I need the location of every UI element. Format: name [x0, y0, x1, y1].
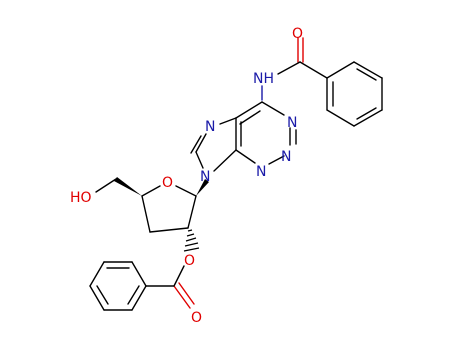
bond-c-nh — [277, 61, 301, 75]
wedge-c1-n9 — [196, 179, 209, 196]
bond-carbonyl-ring-upper — [299, 61, 328, 79]
atom-o-carbonyl-ester: O — [191, 310, 202, 326]
benzoyl-ring-upper — [326, 61, 383, 127]
atom-o-ester: O — [184, 253, 195, 269]
benzoyl-ring-lower — [89, 261, 147, 311]
hash-c2-o — [183, 229, 200, 252]
atom-nh: NH — [253, 71, 274, 87]
atom-n7: N — [205, 119, 215, 135]
ribose-ring — [141, 185, 197, 233]
purine-ring — [190, 101, 297, 172]
atom-n3-right: N — [281, 149, 291, 165]
bond-ch2-oh — [95, 178, 117, 193]
bond-co-ester-b — [178, 282, 195, 305]
atom-o-amide: O — [292, 26, 303, 42]
atom-n1: N — [287, 115, 297, 131]
atom-n9: N — [200, 169, 210, 185]
wedge-c4-ch2 — [114, 177, 142, 196]
atom-n3: N — [256, 164, 266, 180]
bond-o-c-ester — [173, 265, 185, 287]
bond-co-ester-a — [173, 285, 191, 309]
atom-ho: HO — [70, 190, 92, 206]
atom-o-ring: O — [162, 175, 173, 191]
